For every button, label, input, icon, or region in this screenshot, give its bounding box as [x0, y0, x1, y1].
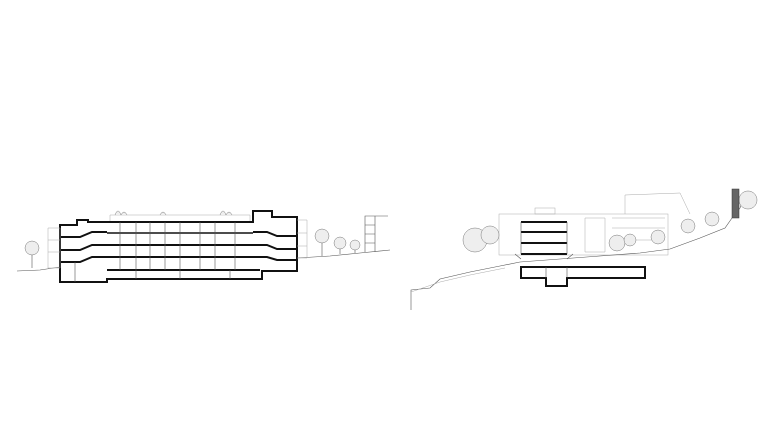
rooftop-planting — [109, 210, 251, 222]
background-elevation — [498, 192, 691, 256]
neighbour-building-left — [364, 215, 388, 252]
building-cut-right — [514, 221, 646, 287]
ground-line-right — [410, 194, 746, 310]
section-right — [410, 188, 758, 310]
trees-right — [462, 190, 758, 253]
tower-ruin — [731, 188, 740, 219]
building-cut-left — [47, 210, 308, 283]
ground-line-left — [16, 249, 391, 272]
trees-left — [24, 228, 361, 268]
section-left — [16, 210, 391, 283]
